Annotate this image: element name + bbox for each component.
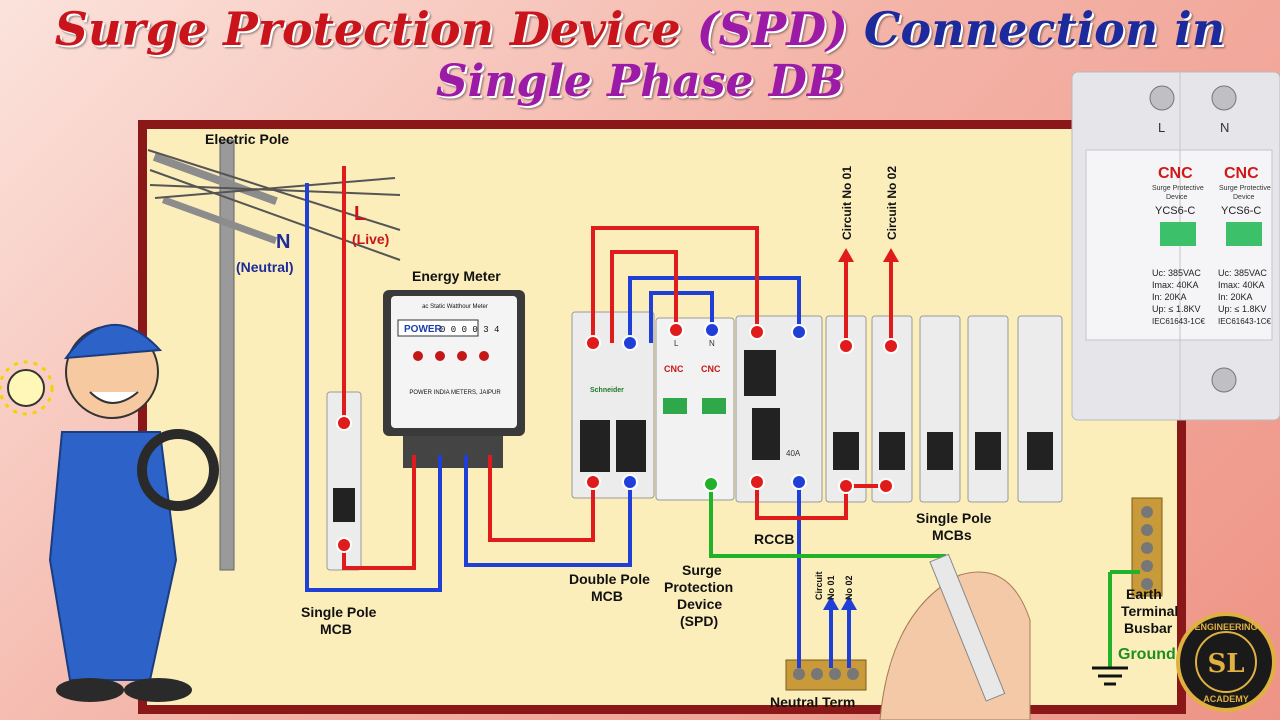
meter-reading: 0 0 0 0 3 4 [440,325,499,335]
earth-terminal-busbar [1131,497,1163,597]
product-terminal-l: L [1158,120,1165,135]
title-text-red: Surge Protection Device [54,2,697,56]
label-spd-4: (SPD) [680,613,719,629]
label-no02-small: No 02 [844,575,854,600]
rccb-device [735,315,823,503]
drawing-hand [879,553,1031,720]
spd-brand-left: CNC [664,364,684,374]
label-rccb: RCCB [754,531,795,547]
label-neutral-word: (Neutral) [236,259,294,275]
diagram-title-line1: Surge Protection Device (SPD) Connection… [0,2,1280,56]
product-up-left: Up: ≤ 1.8KV [1152,304,1200,314]
label-circuit-no-01: Circuit No 01 [840,165,854,240]
label-electric-pole: Electric Pole [205,131,290,147]
product-terminal-n: N [1220,120,1229,135]
product-uc-right: Uc: 385VAC [1218,268,1267,278]
product-desc-left: Surge Protective [1152,185,1204,192]
product-in-right: In: 20KA [1218,292,1253,302]
product-imax-right: Imax: 40KA [1218,280,1265,290]
spd-terminal-l: L [674,339,679,348]
product-std-left: IEC61643-1C€ [1152,317,1205,326]
label-circuit-small: Circuit [814,571,824,600]
label-live-word: (Live) [352,231,390,247]
product-std-right: IEC61643-1C€ [1218,317,1271,326]
label-spd-1: Surge [682,562,722,578]
label-earth-3: Busbar [1124,620,1173,636]
label-single-pole-mcbs-2: MCBs [932,527,972,543]
label-spd-2: Protection [664,579,734,595]
logo-text-mid: SL [1207,649,1244,679]
label-single-pole-mcb-2: MCB [320,621,352,637]
logo-text-top: ENGINEERING [1194,622,1257,632]
ground-symbol [1092,570,1140,686]
spd-brand-right: CNC [701,364,721,374]
neutral-wires [305,183,851,668]
product-uc-left: Uc: 385VAC [1152,268,1201,278]
logo-text-bottom: ACADEMY [1203,694,1249,704]
label-double-pole-mcb-1: Double Pole [569,571,650,587]
label-single-pole-mcbs-1: Single Pole [916,510,992,526]
product-brand-left: CNC [1158,165,1193,182]
label-double-pole-mcb-2: MCB [591,588,623,604]
product-model-left: YCS6-C [1155,205,1195,217]
product-desc2-right: Device [1233,194,1255,201]
label-no01-small: No 01 [826,575,836,600]
energy-meter [383,290,525,468]
meter-header: ac Static Watthour Meter [422,304,488,310]
label-single-pole-mcb-1: Single Pole [301,604,377,620]
double-pole-mcb [571,311,655,499]
label-live-letter: L [354,203,367,225]
meter-brand: POWER [404,324,443,335]
label-neutral-terminal: Neutral Term [770,694,856,710]
electric-pole [147,139,401,571]
title-text-spd: (SPD) [696,2,848,56]
dp-mcb-brand: Schneider [590,387,624,394]
electrician-illustration [0,324,219,702]
live-wires [342,166,893,570]
diagram-title-line2: Single Phase DB [435,56,845,107]
engineering-academy-logo [1176,612,1276,712]
rccb-rating: 40A [786,449,801,458]
product-desc-right: Surge Protective [1219,185,1271,192]
label-spd-3: Device [677,596,723,612]
earth-wires [709,484,946,558]
product-up-right: Up: ≤ 1.8KV [1218,304,1266,314]
meter-maker: POWER INDIA METERS, JAIPUR [409,390,501,396]
label-energy-meter: Energy Meter [412,268,501,284]
circuit-arrows [823,248,899,610]
product-desc2-left: Device [1166,194,1188,201]
single-pole-mcb-row [825,315,1063,503]
spd-product-image [1071,71,1280,421]
terminal-points [336,322,899,553]
spd-terminal-n: N [709,339,715,348]
label-circuit-no-02: Circuit No 02 [885,165,899,240]
spd-device [655,317,735,501]
product-brand-right: CNC [1224,165,1259,182]
label-earth-1: Earth [1126,586,1162,602]
title-text-blue: Connection in [847,2,1226,56]
product-imax-left: Imax: 40KA [1152,280,1199,290]
label-earth-2: Terminal [1121,603,1179,619]
label-neutral-letter: N [276,231,291,253]
single-pole-mcb-main [326,391,362,571]
product-model-right: YCS6-C [1221,205,1261,217]
product-in-left: In: 20KA [1152,292,1187,302]
label-ground: Ground [1118,646,1176,663]
